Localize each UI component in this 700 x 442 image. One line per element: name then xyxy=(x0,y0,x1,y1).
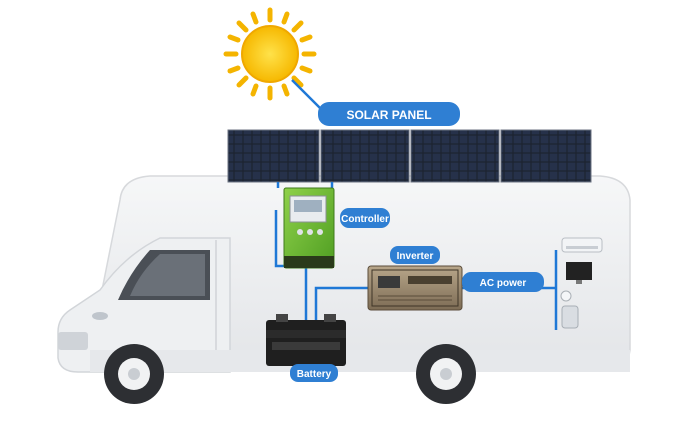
controller-icon xyxy=(283,187,335,269)
inverter-icon xyxy=(367,265,463,311)
svg-text:SOLAR PANEL: SOLAR PANEL xyxy=(346,108,431,122)
ac-power-label: AC power xyxy=(462,272,544,292)
rv-body xyxy=(57,175,631,373)
controller-label: Controller xyxy=(340,208,390,228)
sun-icon xyxy=(223,7,317,101)
svg-text:Battery: Battery xyxy=(297,369,332,380)
svg-text:Inverter: Inverter xyxy=(397,251,434,262)
rear-wheel xyxy=(416,344,476,404)
svg-text:Controller: Controller xyxy=(341,214,389,225)
battery-label: Battery xyxy=(290,364,338,382)
front-wheel xyxy=(104,344,164,404)
solar-panel-label: SOLAR PANEL xyxy=(318,102,460,126)
appliance-icons xyxy=(560,237,603,329)
svg-text:AC power: AC power xyxy=(480,278,527,289)
solar-panel-icon xyxy=(227,129,592,183)
inverter-label: Inverter xyxy=(390,246,440,264)
battery-icon xyxy=(266,314,346,366)
